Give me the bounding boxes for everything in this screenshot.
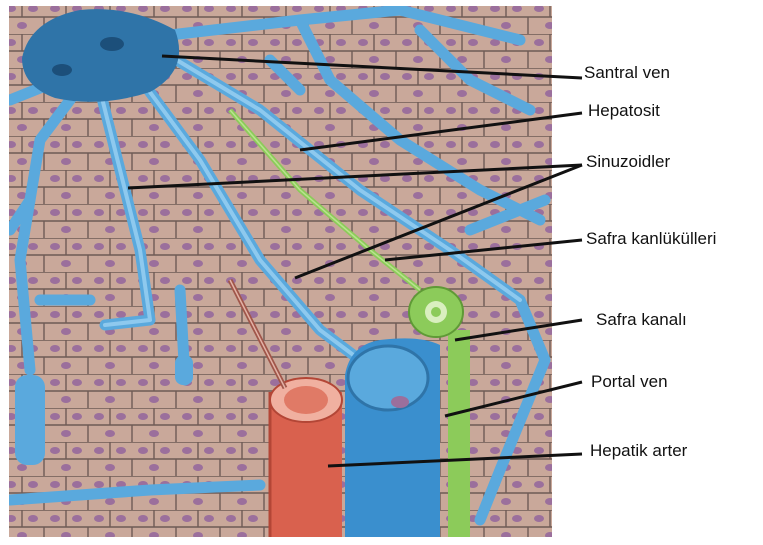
label-portal-vein: Portal ven — [591, 372, 668, 392]
label-central-vein: Santral ven — [584, 63, 670, 83]
label-bile-duct: Safra kanalı — [596, 310, 687, 330]
label-hepatic-artery: Hepatik arter — [590, 441, 687, 461]
hepatic-artery — [270, 378, 342, 540]
cut-sinusoid — [15, 375, 45, 465]
label-sinusoids: Sinuzoidler — [586, 152, 670, 172]
portal-vein — [345, 338, 440, 540]
label-hepatocyte: Hepatosit — [588, 101, 660, 121]
label-bile-canaliculi: Safra kanlükülleri — [586, 229, 716, 249]
